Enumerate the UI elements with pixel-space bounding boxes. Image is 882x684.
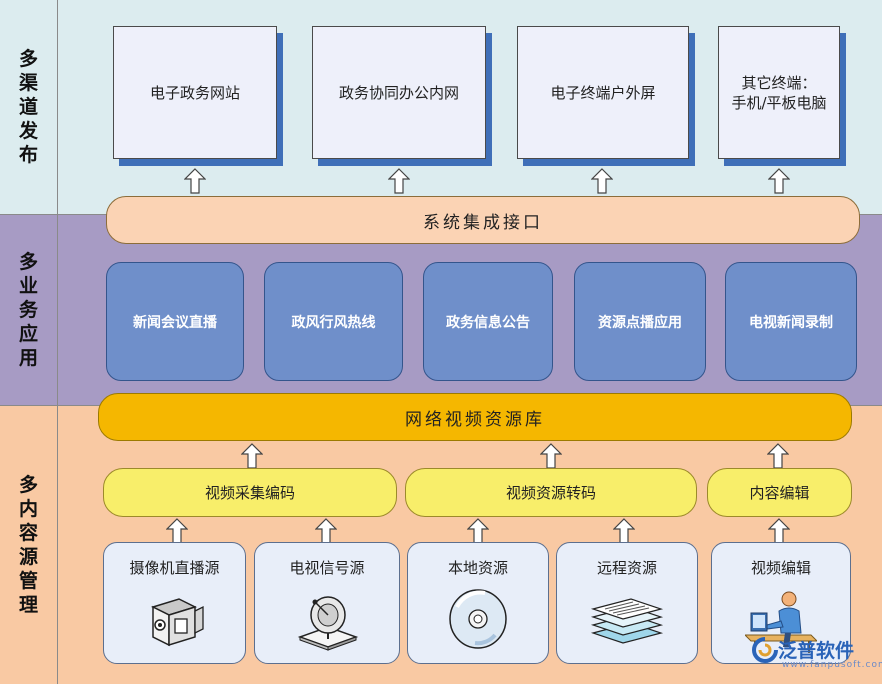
logo-icon bbox=[752, 636, 778, 663]
app-tv-recording: 电视新闻录制 bbox=[725, 262, 857, 381]
source-label: 远程资源 bbox=[596, 559, 657, 577]
source-label: 摄像机直播源 bbox=[129, 559, 220, 577]
disc-icon bbox=[449, 589, 507, 649]
person-at-computer-icon bbox=[745, 591, 817, 653]
watermark-text: 泛普软件 bbox=[778, 640, 855, 662]
watermark: 泛普软件 www.fanpusoft.com bbox=[752, 636, 882, 670]
app-news-live: 新闻会议直播 bbox=[106, 262, 244, 381]
terminal-outdoor-screen: 电子终端户外屏 bbox=[517, 26, 689, 159]
arrow-up-icon bbox=[166, 518, 188, 544]
arrow-up-icon bbox=[241, 443, 263, 469]
arrow-up-icon bbox=[591, 168, 613, 194]
source-label: 视频编辑 bbox=[750, 559, 811, 577]
terminal-label: 政务协同办公内网 bbox=[338, 83, 459, 102]
app-gov-notice: 政务信息公告 bbox=[423, 262, 553, 381]
encoder-transcode: 视频资源转码 bbox=[405, 468, 697, 517]
terminal-label: 电子政务网站 bbox=[149, 83, 240, 102]
app-hotline: 政风行风热线 bbox=[264, 262, 403, 381]
arrow-up-icon bbox=[767, 443, 789, 469]
arrow-up-icon bbox=[613, 518, 635, 544]
arrow-up-icon bbox=[315, 518, 337, 544]
source-remote: 远程资源 bbox=[556, 542, 698, 664]
source-local: 本地资源 bbox=[407, 542, 549, 664]
terminal-label: 手机/平板电脑 bbox=[731, 93, 827, 112]
layer-label-content: 多 内 容 源 管 理 bbox=[0, 406, 58, 684]
video-resource-library-label: 网络视频资源库 bbox=[405, 409, 545, 430]
video-resource-library-bar: 网络视频资源库 bbox=[98, 393, 852, 441]
encoder-capture: 视频采集编码 bbox=[103, 468, 397, 517]
source-video-edit: 视频编辑 bbox=[711, 542, 851, 664]
source-camera: 摄像机直播源 bbox=[103, 542, 246, 664]
app-vod: 资源点播应用 bbox=[574, 262, 706, 381]
arrow-up-icon bbox=[388, 168, 410, 194]
source-label: 本地资源 bbox=[447, 559, 508, 577]
integration-interface-label: 系统集成接口 bbox=[423, 212, 543, 233]
integration-interface-bar: 系统集成接口 bbox=[106, 196, 860, 244]
watermark-url: www.fanpusoft.com bbox=[782, 660, 882, 670]
documents-stack-icon bbox=[590, 598, 664, 644]
terminal-office-intranet: 政务协同办公内网 bbox=[312, 26, 486, 159]
arrow-up-icon bbox=[768, 168, 790, 194]
terminal-gov-website: 电子政务网站 bbox=[113, 26, 277, 159]
layer-label-application: 多 业 务 应 用 bbox=[0, 215, 58, 405]
layer-label-distribution: 多 渠 道 发 布 bbox=[0, 0, 58, 214]
arrow-up-icon bbox=[467, 518, 489, 544]
arrow-up-icon bbox=[184, 168, 206, 194]
terminal-label: 其它终端： bbox=[741, 73, 817, 92]
source-tv-signal: 电视信号源 bbox=[254, 542, 400, 664]
arrow-up-icon bbox=[540, 443, 562, 469]
terminal-label: 电子终端户外屏 bbox=[550, 83, 656, 102]
arrow-up-icon bbox=[768, 518, 790, 544]
encoder-content-edit: 内容编辑 bbox=[707, 468, 852, 517]
satellite-dish-icon bbox=[297, 596, 359, 651]
source-label: 电视信号源 bbox=[289, 559, 365, 577]
terminal-other-devices: 其它终端： 手机/平板电脑 bbox=[718, 26, 840, 159]
camera-icon bbox=[150, 598, 204, 647]
